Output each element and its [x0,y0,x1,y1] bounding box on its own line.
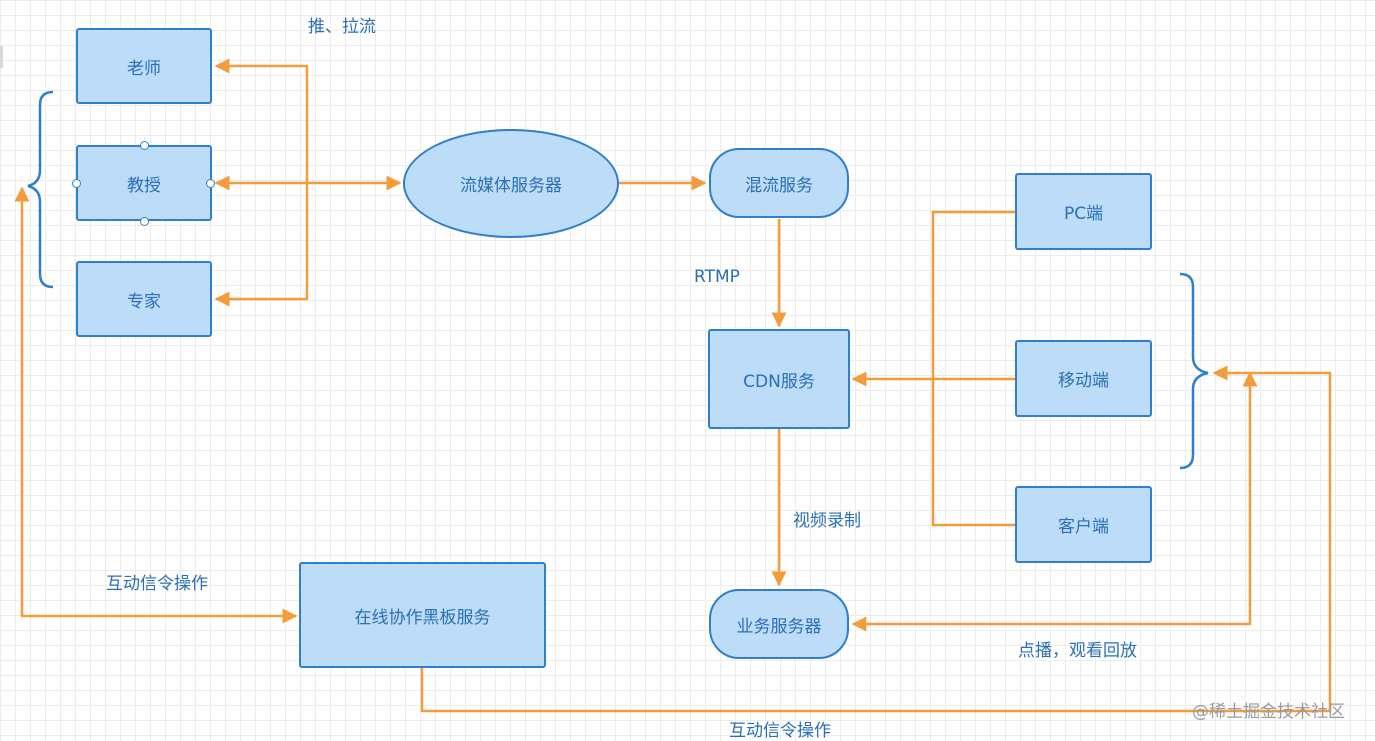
selection-handle-bottom[interactable] [140,217,149,226]
label-interaction-left: 互动信令操作 [106,574,208,594]
selection-handle-left[interactable] [72,179,81,188]
node-media-server-label: 流媒体服务器 [460,176,562,196]
node-business-server[interactable]: 业务服务器 [709,589,849,659]
selection-handle-right[interactable] [206,179,215,188]
label-push-pull: 推、拉流 [308,17,376,37]
node-cdn-service[interactable]: CDN服务 [708,329,850,429]
node-pc-client-label: PC端 [1063,204,1104,224]
connector-vod-playback [851,371,1258,632]
label-vod-playback: 点播，观看回放 [1018,641,1137,661]
node-whiteboard-service-label: 在线协作黑板服务 [354,607,491,628]
connector-interaction-left [14,186,298,624]
node-media-server[interactable]: 流媒体服务器 [403,129,619,238]
node-mobile-client-label: 移动端 [1058,371,1109,391]
node-expert[interactable]: 专家 [76,261,212,337]
watermark: @稀土掘金技术社区 [1192,702,1345,722]
label-video-recording: 视频录制 [793,511,861,531]
node-cdn-service-label: CDN服务 [743,371,815,392]
node-mix-service-label: 混流服务 [745,175,813,196]
connector-push-pull-teacher [214,58,309,183]
selection-handle-top[interactable] [140,141,149,150]
brace-left [27,90,54,289]
brace-right [1179,272,1209,470]
connector-interaction-bottom [420,365,1332,713]
connector-clients-cdn [931,210,1015,527]
node-teacher-label: 老师 [127,58,161,79]
connector-push-pull-expert [214,183,309,307]
node-whiteboard-service[interactable]: 在线协作黑板服务 [299,562,546,668]
label-rtmp: RTMP [694,267,740,287]
node-desktop-client[interactable]: 客户端 [1015,486,1152,563]
node-business-server-label: 业务服务器 [736,616,822,637]
label-interaction-bottom: 互动信令操作 [729,721,831,741]
node-pc-client[interactable]: PC端 [1015,173,1152,250]
node-mix-service[interactable]: 混流服务 [709,148,849,218]
node-desktop-client-label: 客户端 [1058,517,1109,537]
node-professor-label: 教授 [127,175,161,196]
node-professor[interactable]: 教授 [76,145,212,221]
scroll-indicator [0,46,3,68]
node-expert-label: 专家 [127,291,161,312]
node-mobile-client[interactable]: 移动端 [1015,340,1152,417]
node-teacher[interactable]: 老师 [76,28,212,104]
